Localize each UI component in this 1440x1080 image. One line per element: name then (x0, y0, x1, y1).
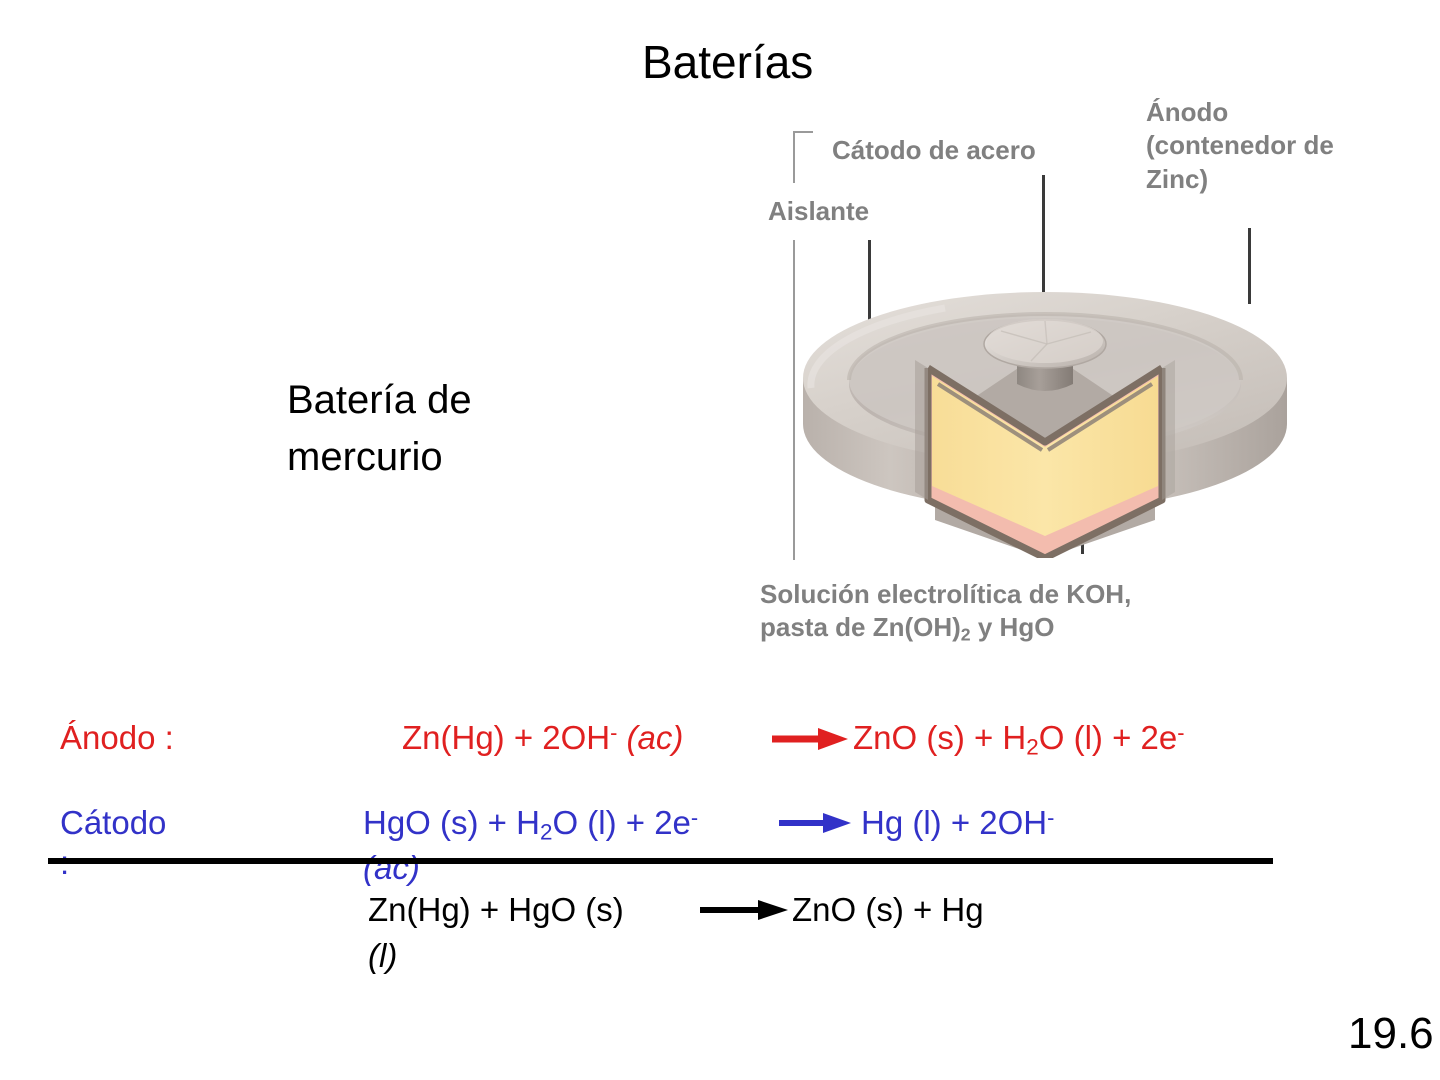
cathode-reactants: HgO (s) + H2O (l) + 2e- (363, 803, 698, 846)
anode-products-b: O (l) + 2e (1038, 719, 1178, 756)
page-title: Baterías (642, 36, 814, 88)
cathode-reactants-subscript: 2 (539, 819, 553, 845)
insulator-pointer-line (868, 240, 871, 328)
cathode-reactants-wrap: (ac) (363, 849, 420, 886)
overall-products: ZnO (s) + Hg (792, 891, 984, 928)
label-anodo-contenedor-zinc: Ánodo (contenedor de Zinc) (1146, 96, 1436, 196)
anode-reactants-text: Zn(Hg) + 2OH (402, 719, 611, 756)
label-cathode-de-acero: Cátodo de acero (832, 135, 1036, 165)
subject-title: Batería de mercurio (287, 378, 472, 479)
insulator-bracket-vertical (793, 131, 795, 183)
overall-reactants: Zn(Hg) + HgO (s) (368, 891, 624, 928)
anode-reaction-arrow-icon (772, 726, 848, 757)
anode-label: Ánodo : (60, 719, 174, 756)
anode-reactants: Zn(Hg) + 2OH- (ac) (402, 718, 683, 758)
cathode-reaction-arrow-icon (779, 811, 851, 840)
cathode-reactants-a: HgO (s) + H (363, 804, 540, 841)
insulator-leader-line (793, 240, 795, 560)
overall-products-wrap: (l) (368, 937, 398, 974)
cathode-products-a: Hg (l) + 2OH (861, 804, 1048, 841)
label-electrolyte-line2: pasta de Zn(OH)2 y HgO (760, 611, 1320, 646)
page-number: 19.6 (1348, 1009, 1434, 1058)
label-electrolyte-line1: Solución electrolítica de KOH, (760, 579, 1132, 609)
cathode-reactants-charge: - (690, 804, 699, 830)
label-aislante: Aislante (768, 196, 870, 226)
mercury-battery-illustration (795, 228, 1295, 562)
anode-reactants-state: (ac) (617, 719, 684, 756)
anode-products-subscript: 2 (1026, 734, 1039, 760)
electrolyte-subscript: 2 (960, 624, 971, 645)
cathode-reactants-b: O (l) + 2e (552, 804, 691, 841)
cathode-leader-line (1042, 175, 1045, 300)
electrolyte-text-b: y HgO (970, 612, 1055, 643)
overall-reaction-arrow-icon (700, 898, 788, 927)
label-anode-line2: (contenedor de (1146, 130, 1334, 161)
cathode-products: Hg (l) + 2OH- (861, 803, 1054, 843)
anode-products-a: ZnO (s) + H (853, 719, 1027, 756)
anode-products-charge: - (1177, 719, 1185, 745)
label-anode-line3: Zinc) (1146, 163, 1209, 194)
label-anode-line1: Ánodo (1146, 97, 1229, 127)
anode-leader-line (1248, 228, 1251, 304)
cathode-products-charge: - (1047, 804, 1055, 830)
cathode-label: Cátodo : (60, 803, 230, 884)
equation-divider-rule (48, 858, 1273, 864)
electrolyte-text-a: pasta de Zn(OH) (760, 612, 961, 643)
insulator-bracket-horizontal (793, 131, 813, 133)
anode-reactants-charge: - (610, 719, 618, 745)
cathode-label-line1: Cátodo (60, 804, 167, 841)
label-solucion-electrolitica: Solución electrolítica de KOH, pasta de … (760, 578, 1320, 646)
anode-products: ZnO (s) + H2O (l) + 2e- (853, 718, 1184, 761)
